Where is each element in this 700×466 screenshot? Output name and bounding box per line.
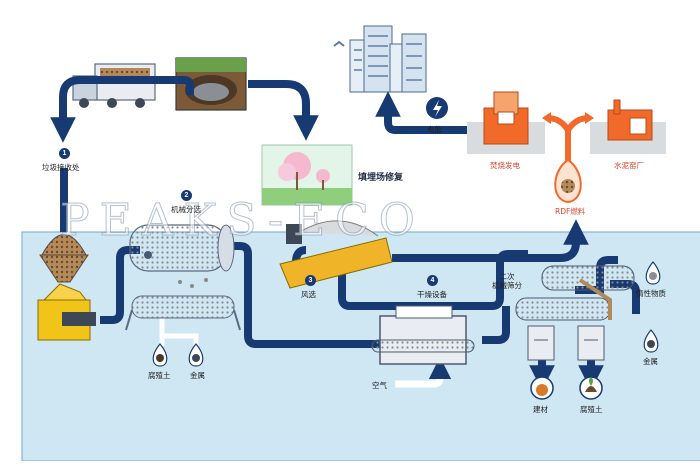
label-humus-left: 腐殖土 [148,371,171,380]
label-landfill-restoration: 填埋场修复 [358,173,404,183]
label-inert-material: 惰性物质 [636,289,666,298]
label-building-material: 建材 [533,405,548,414]
truck-icon [72,63,156,108]
step-number-4: 4 [427,275,438,286]
label-incineration-power: 焚烧发电 [490,161,520,170]
label-metal-right: 金属 [643,357,658,366]
trommel-screen-icon [129,224,235,272]
label-humus-right: 腐殖土 [580,405,603,414]
landfill-photo [175,57,247,111]
air-inlet-arrow [395,356,452,388]
top-loop-pipe [50,76,194,143]
city-buildings-icon [333,25,427,93]
conveyor-belt-icon [125,295,241,331]
landfill-restoration-card [261,144,353,206]
cement-kiln-icon [590,99,666,154]
label-rdf-fuel: RDF燃料 [555,207,586,216]
label-waste-reception: 垃圾接收处 [42,163,80,172]
dryer-equipment-icon [371,305,475,365]
incineration-plant-icon [467,91,545,154]
step-number-3: 3 [305,275,316,286]
label-air-separation: 风选 [301,290,316,299]
label-mechanical-sorting: 机械分选 [171,205,201,214]
waste-hopper-icon [39,234,89,283]
secondary-screening-icon [515,265,635,361]
step-number-1: 1 [59,148,70,159]
label-metal-left: 金属 [190,371,205,380]
label-drying-equipment: 干燥设备 [417,290,447,299]
label-air: 空气 [372,381,387,390]
electricity-pipe [375,91,480,134]
watermark-text: PEAKS-ECO [60,195,425,247]
label-cement-kiln: 水泥窑厂 [614,161,644,170]
label-electricity: 电能 [427,125,442,134]
step-number-2: 2 [181,190,192,201]
label-secondary-screening: 二次 机械筛分 [492,272,522,290]
shredder-machine-icon [37,283,96,341]
